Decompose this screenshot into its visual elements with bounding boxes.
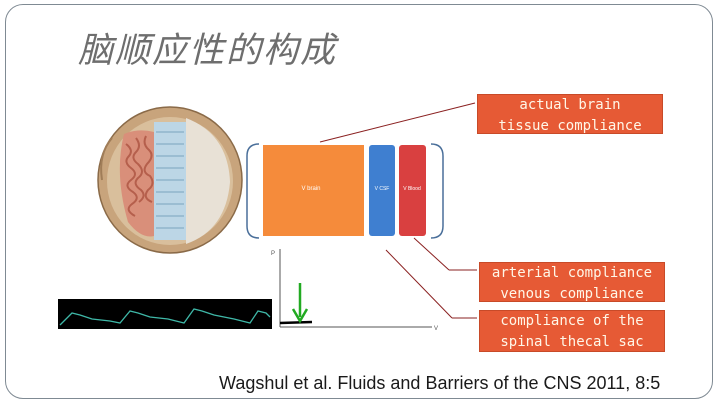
blood-label: V Blood bbox=[403, 186, 421, 192]
citation: Wagshul et al. Fluids and Barriers of th… bbox=[219, 373, 661, 393]
label-line: tissue compliance bbox=[498, 118, 642, 134]
label-spinal-compliance: compliance of the spinal thecal sac bbox=[479, 310, 665, 352]
label-line: compliance of the bbox=[500, 313, 644, 329]
brain-compartment bbox=[263, 145, 364, 236]
label-line: spinal thecal sac bbox=[500, 334, 644, 350]
csf-compartment bbox=[369, 145, 395, 236]
label-line: venous compliance bbox=[500, 286, 644, 302]
pv-arrow-head bbox=[291, 308, 309, 324]
icp-waveform bbox=[58, 299, 272, 329]
brain-illustration bbox=[97, 106, 243, 254]
label-actual-brain-compliance: actual brain tissue compliance bbox=[477, 94, 663, 134]
brain-label: V brain bbox=[301, 186, 320, 192]
label-line: actual brain bbox=[519, 97, 621, 113]
pressure-volume-plot: P V bbox=[271, 249, 438, 332]
pv-y-label: P bbox=[271, 251, 275, 257]
csf-label: V CSF bbox=[375, 186, 390, 192]
right-bracket bbox=[430, 143, 444, 239]
label-arterial-venous-compliance: arterial compliance venous compliance bbox=[479, 262, 665, 302]
compartment-model: V brain V CSF V Blood bbox=[246, 143, 444, 239]
left-bracket bbox=[246, 143, 260, 239]
pv-curve bbox=[279, 320, 313, 325]
pv-x-label: V bbox=[434, 326, 438, 332]
label-line: arterial compliance bbox=[491, 265, 653, 281]
slide-title: 脑顺应性的构成 bbox=[78, 31, 338, 71]
blood-compartment bbox=[399, 145, 426, 236]
